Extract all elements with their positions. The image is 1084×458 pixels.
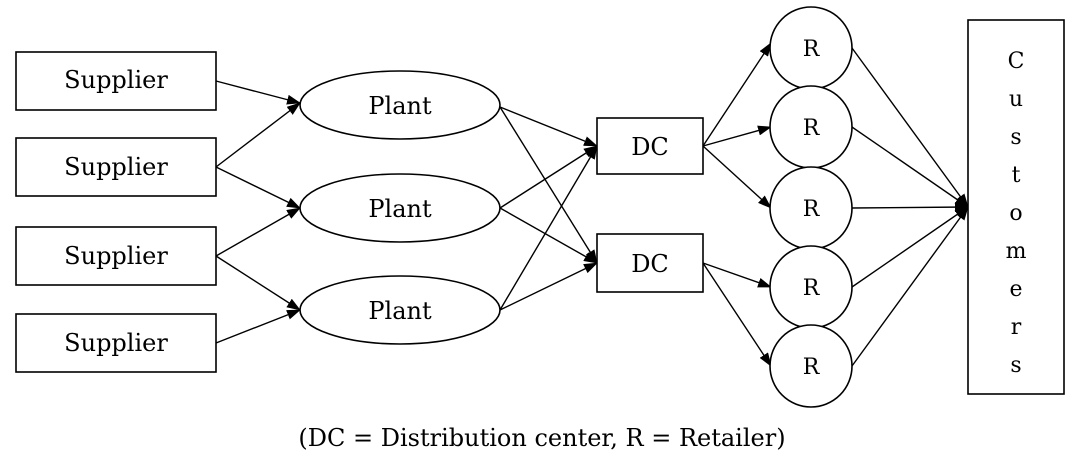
retailer-label: R	[803, 197, 821, 222]
dc-label: DC	[631, 133, 669, 161]
edge-retailer-2-to-customers	[851, 126, 969, 208]
edge-dc-1-to-retailer-1	[702, 42, 772, 147]
edge-retailer-5-to-customers	[851, 206, 969, 367]
dc-node: DC	[596, 117, 704, 175]
plant-node: Plant	[299, 70, 501, 140]
edge-supplier-3-to-plant-2	[215, 207, 301, 257]
customers-letter: o	[1009, 201, 1022, 226]
supplier-label: Supplier	[64, 242, 168, 270]
customers-letter: r	[1011, 315, 1022, 340]
supplier-node: Supplier	[15, 313, 217, 373]
edge-plant-3-to-dc-2	[499, 262, 598, 311]
edge-dc-2-to-retailer-4	[702, 262, 772, 288]
supplier-label: Supplier	[64, 329, 168, 357]
retailer-label: R	[803, 116, 821, 141]
customers-letter: e	[1009, 277, 1022, 302]
dc-node: DC	[596, 233, 704, 293]
supplier-node: Supplier	[15, 137, 217, 197]
supplier-label: Supplier	[64, 153, 168, 181]
edge-plant-1-to-dc-1	[499, 106, 598, 147]
customers-letter: C	[1008, 49, 1025, 74]
customers-letter: s	[1010, 125, 1021, 150]
plant-label: Plant	[368, 297, 432, 325]
retailer-label: R	[803, 355, 821, 380]
supplier-node: Supplier	[15, 51, 217, 111]
edges	[215, 42, 969, 367]
retailer-node: R	[769, 85, 853, 169]
customers-letter: s	[1010, 353, 1021, 378]
retailer-node: R	[769, 6, 853, 90]
diagram-caption: (DC = Distribution center, R = Retailer)	[298, 424, 785, 452]
customers-letter: m	[1006, 239, 1027, 264]
dc-label: DC	[631, 250, 669, 278]
edge-plant-2-to-dc-1	[499, 145, 598, 209]
edge-supplier-4-to-plant-3	[215, 309, 301, 344]
edge-plant-1-to-dc-2	[499, 106, 598, 264]
edge-plant-3-to-dc-1	[499, 145, 598, 311]
plant-label: Plant	[368, 92, 432, 120]
edge-dc-1-to-retailer-2	[702, 125, 772, 147]
plant-node: Plant	[299, 275, 501, 345]
customers-letter: t	[1012, 163, 1021, 188]
retailer-label: R	[803, 276, 821, 301]
edge-retailer-1-to-customers	[851, 47, 969, 208]
edge-supplier-2-to-plant-2	[215, 166, 301, 209]
retailer-node: R	[769, 324, 853, 408]
customers-letter: u	[1009, 87, 1023, 112]
edge-supplier-2-to-plant-1	[215, 102, 301, 168]
retailer-node: R	[769, 166, 853, 250]
supplier-label: Supplier	[64, 66, 168, 94]
edge-plant-2-to-dc-2	[499, 207, 598, 264]
retailer-label: R	[803, 37, 821, 62]
edge-retailer-3-to-customers	[851, 202, 969, 213]
edge-dc-1-to-retailer-3	[702, 145, 772, 209]
plant-label: Plant	[368, 195, 432, 223]
retailer-node: R	[769, 245, 853, 329]
edge-supplier-1-to-plant-1	[215, 80, 301, 105]
edge-supplier-3-to-plant-3	[215, 255, 301, 311]
plant-node: Plant	[299, 173, 501, 243]
edge-retailer-4-to-customers	[851, 206, 969, 288]
edge-dc-2-to-retailer-5	[702, 262, 772, 367]
customers-node: C u s t o m e r s	[967, 19, 1065, 395]
supplier-node: Supplier	[15, 226, 217, 286]
